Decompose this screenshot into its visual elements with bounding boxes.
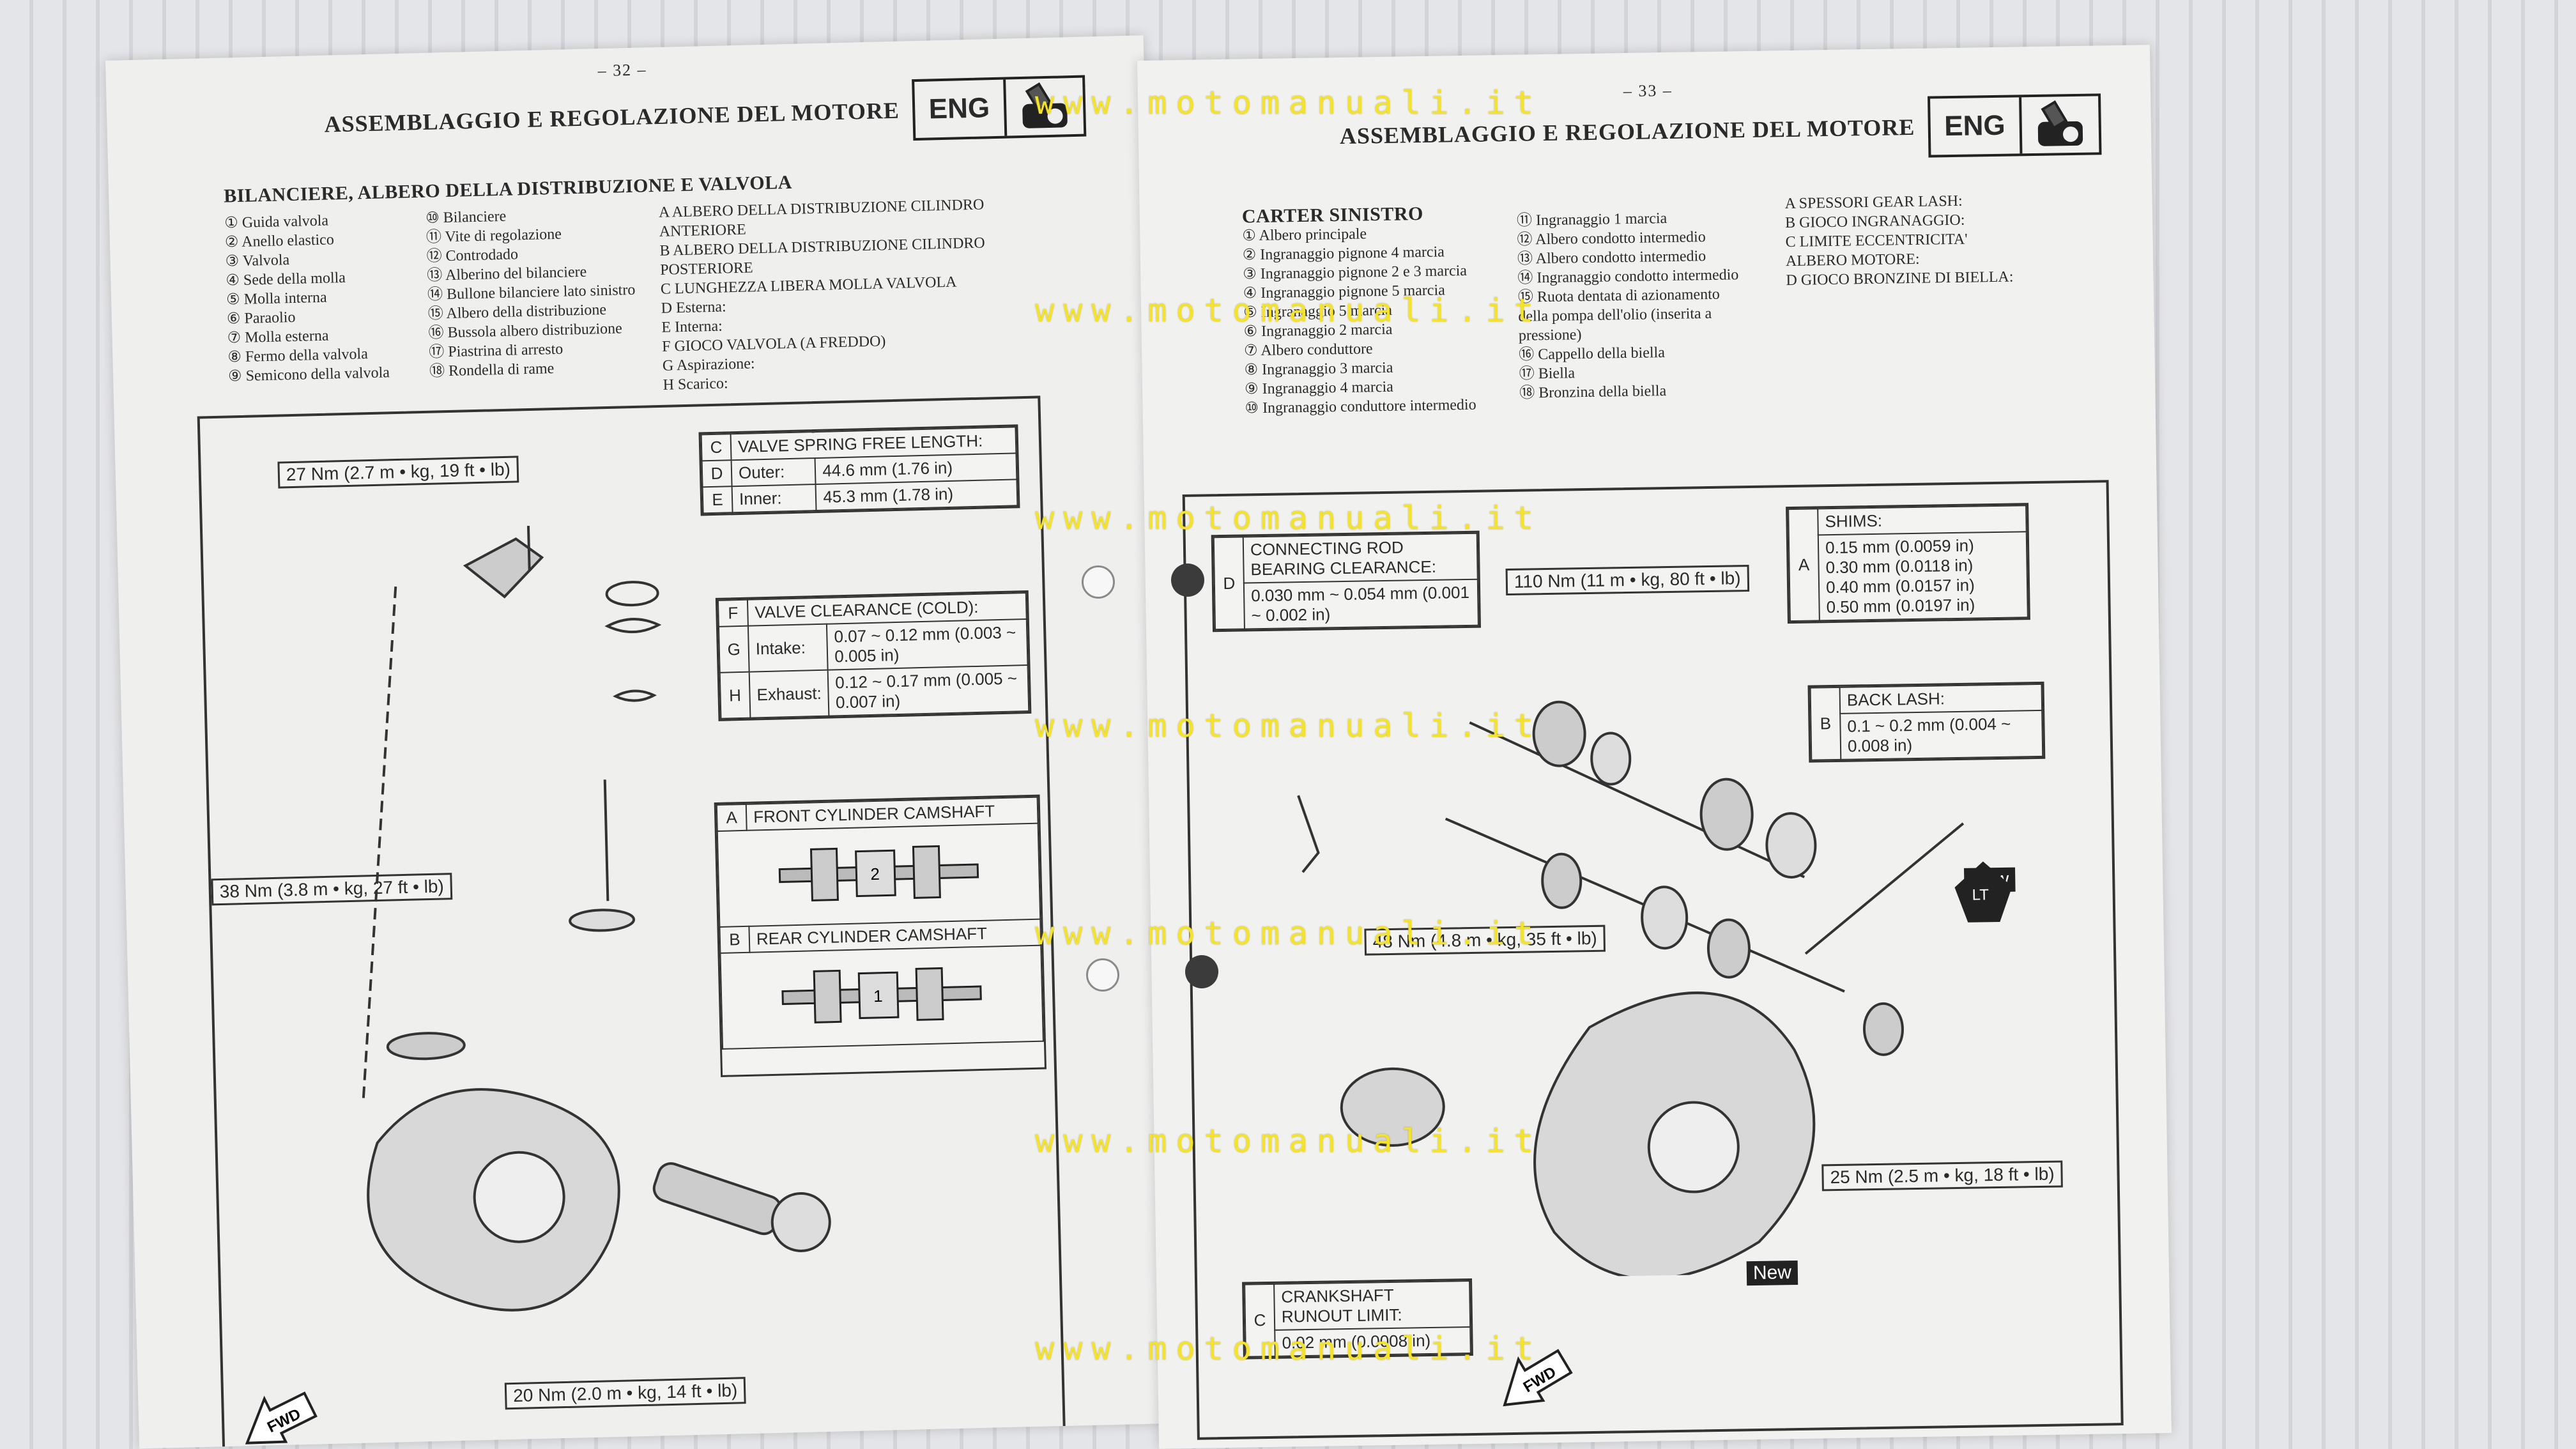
spec-title: CONNECTING ROD BEARING CLEARANCE: — [1243, 533, 1478, 583]
shims-values: 0.15 mm (0.0059 in) 0.30 mm (0.0118 in) … — [1818, 532, 2028, 621]
engine-icon — [1006, 78, 1084, 136]
punch-hole — [1082, 565, 1115, 599]
engine-icon — [2021, 96, 2099, 153]
page-title: ASSEMBLAGGIO E REGOLAZIONE DEL MOTORE — [324, 97, 900, 137]
page-number: – 33 – — [1623, 80, 1673, 101]
page-header: ASSEMBLAGGIO E REGOLAZIONE DEL MOTORE EN… — [323, 75, 1087, 155]
torque-label: 27 Nm (2.7 m • kg, 19 ft • lb) — [277, 456, 519, 489]
watermark-text: www.motomanuali.it — [1035, 915, 1542, 952]
shim-value: 0.40 mm (0.0157 in) — [1825, 575, 1975, 597]
lt-mark: LT — [1972, 886, 1989, 903]
watermark-text: www.motomanuali.it — [1035, 84, 1542, 121]
watermark-text: www.motomanuali.it — [1035, 1330, 1542, 1367]
watermark-text: www.motomanuali.it — [1035, 500, 1542, 537]
legend-item: ⑩ Ingranaggio conduttore intermedio — [1245, 396, 1476, 417]
exploded-valve-train-drawing — [362, 525, 831, 1312]
camshaft-mark: 2 — [870, 864, 880, 883]
watermark-text: www.motomanuali.it — [1035, 292, 1542, 329]
right-manual-page: – 33 – ASSEMBLAGGIO E REGOLAZIONE DEL MO… — [1137, 45, 2172, 1449]
legend-column-3: A SPESSORI GEAR LASH:B GIOCO INGRANAGGIO… — [1784, 191, 2013, 291]
spec-letter: A — [1788, 509, 1820, 622]
punch-hole — [1171, 564, 1204, 597]
eng-label: ENG — [914, 79, 1008, 139]
front-camshaft-drawing: 2 — [717, 823, 1041, 927]
spec-letter: C — [701, 434, 732, 461]
watermark-text: www.motomanuali.it — [1035, 707, 1542, 744]
shim-value: 0.15 mm (0.0059 in) — [1825, 535, 1974, 558]
page-header: ASSEMBLAGGIO E REGOLAZIONE DEL MOTORE EN… — [1339, 93, 2102, 167]
cylinder-head-diagram: 27 Nm (2.7 m • kg, 19 ft • lb) 38 Nm (3.… — [197, 395, 1066, 1449]
torque-label: 110 Nm (11 m • kg, 80 ft • lb) — [1505, 565, 1749, 596]
eng-badge: ENG — [1927, 93, 2102, 158]
spec-value: 0.030 mm ~ 0.054 mm (0.001 ~ 0.002 in) — [1243, 579, 1478, 629]
shim-value: 0.50 mm (0.0197 in) — [1826, 595, 1975, 617]
punch-hole — [1086, 958, 1119, 992]
legend-item: D GIOCO BRONZINE DI BIELLA: — [1786, 268, 2014, 289]
eng-label: ENG — [1929, 97, 2023, 155]
rear-camshaft-drawing: 1 — [720, 945, 1043, 1049]
forward-arrow-icon: FWD — [1503, 1349, 1573, 1407]
page-number: – 32 – — [597, 60, 647, 80]
legend-item: ⑱ Bronzina della biella — [1519, 383, 1667, 402]
spec-title: CRANKSHAFT RUNOUT LIMIT: — [1274, 1281, 1471, 1330]
legend-item: della pompa dell'olio (inserita a — [1518, 305, 1712, 325]
legend-item: ⑨ Semicono della valvola — [227, 364, 390, 385]
punch-hole — [1185, 955, 1218, 988]
shim-value: 0.30 mm (0.0118 in) — [1825, 555, 1974, 578]
spec-letter: D — [1213, 537, 1245, 630]
left-manual-page: – 32 – ASSEMBLAGGIO E REGOLAZIONE DEL MO… — [105, 35, 1177, 1449]
spec-title: SHIMS: — [1818, 505, 2027, 535]
forward-arrow-icon: FWD — [245, 1391, 318, 1445]
watermark-text: www.motomanuali.it — [1035, 1123, 1542, 1160]
eng-badge: ENG — [911, 75, 1087, 141]
camshaft-mark: 1 — [873, 986, 883, 1005]
exploded-transmission-drawing: LT — [1297, 700, 2012, 1280]
